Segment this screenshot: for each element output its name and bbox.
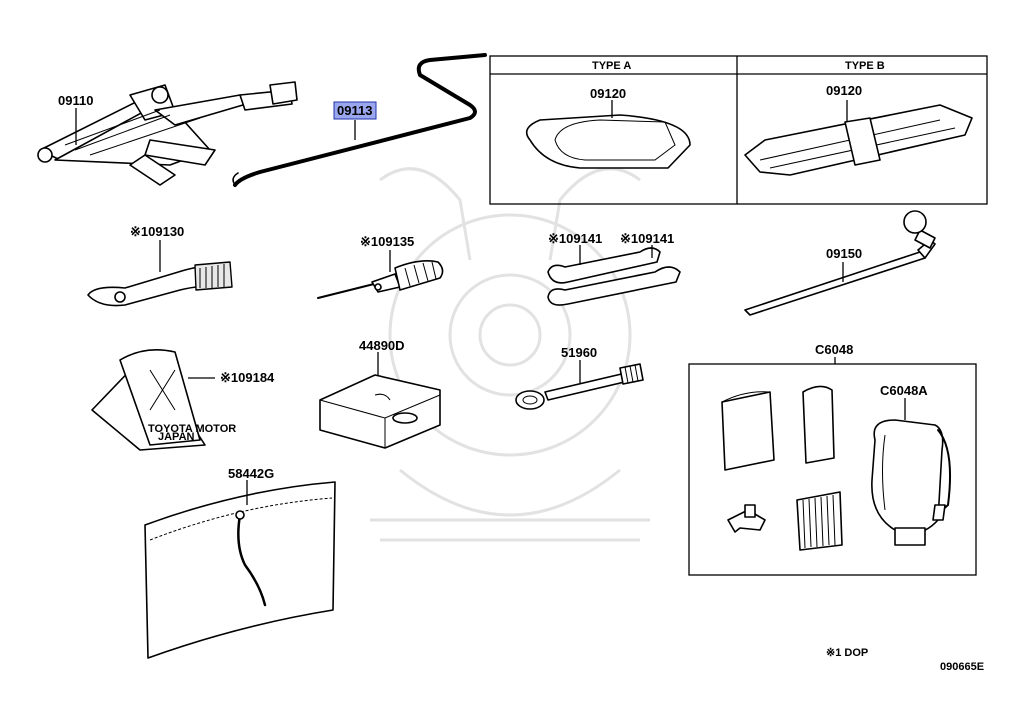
air-compressor-illustration[interactable] [871,419,951,546]
part-number-C6048[interactable]: C6048 [815,342,853,357]
lug-wrench-illustration[interactable] [744,210,936,316]
part-number-44890D[interactable]: 44890D [359,338,405,353]
repair-kit-frame [688,363,977,576]
part-number-09130[interactable]: ※109130 [130,224,184,239]
valve-core-tool-illustration[interactable] [727,504,766,533]
watermark-emblem [370,167,650,542]
sealant-bottle-illustration[interactable] [721,391,775,471]
jack-illustration[interactable] [37,81,298,186]
part-number-09184[interactable]: ※109184 [220,370,275,385]
type-b-header: TYPE B [845,60,885,72]
part-number-09141-2[interactable]: ※109141 [620,231,674,246]
instruction-sheet-illustration[interactable] [802,385,835,464]
part-number-09120-a[interactable]: 09120 [590,86,626,101]
figure-code: 090665E [940,661,984,673]
wheel-chock-illustration[interactable] [91,349,206,451]
sticker-pack-illustration[interactable] [796,491,843,551]
repair-kit-box-illustration[interactable] [319,374,441,449]
chock-text-line2: JAPAN [158,431,195,443]
part-number-09120-b[interactable]: 09120 [826,83,862,98]
footnote-dop: ※1 DOP [826,647,868,659]
part-number-51960[interactable]: 51960 [561,345,597,360]
tool-bag-type-a-illustration[interactable] [525,114,691,169]
part-number-09141-1[interactable]: ※109141 [548,231,602,246]
tool-pouch-illustration[interactable] [144,481,336,659]
part-number-58442G[interactable]: 58442G [228,466,274,481]
part-number-09135[interactable]: ※109135 [360,234,414,249]
jack-handle-illustration[interactable] [232,53,487,187]
wrench-illustration-2[interactable] [547,266,681,306]
tool-bag-type-b-illustration[interactable] [744,104,973,176]
part-number-09110[interactable]: 09110 [58,93,93,108]
chock-text-line1: TOYOTA MOTOR [148,423,236,435]
part-number-09113[interactable]: 09113 [337,103,372,118]
tow-hook-illustration[interactable] [515,363,644,410]
highlight-box [333,101,377,120]
type-a-header: TYPE A [592,60,631,72]
screwdriver-illustration[interactable] [317,260,444,299]
tool-bag-table [489,55,988,205]
part-number-09150[interactable]: 09150 [826,246,862,261]
part-number-C6048A[interactable]: C6048A [880,383,928,398]
pliers-illustration[interactable] [87,261,233,307]
